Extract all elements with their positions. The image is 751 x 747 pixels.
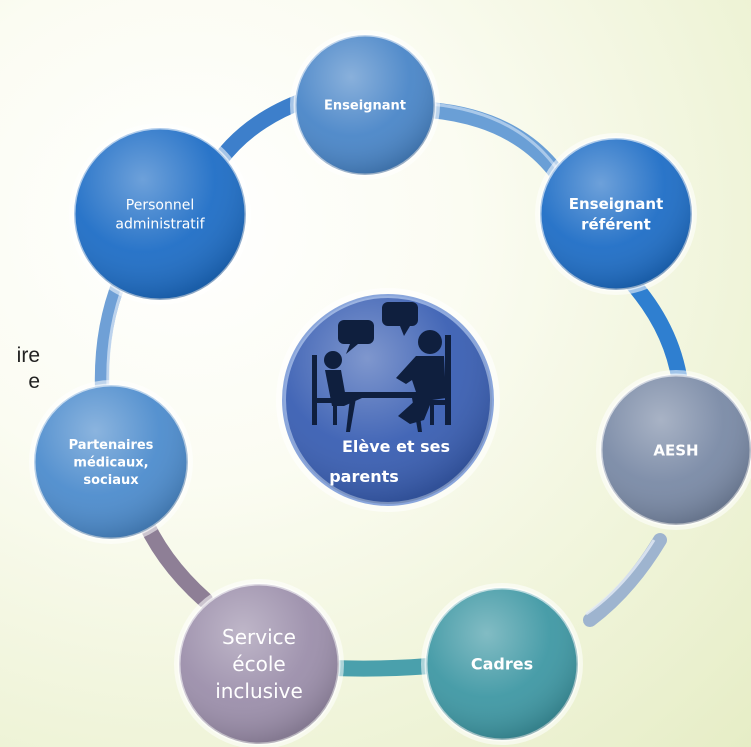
node-cadres: Cadres bbox=[421, 583, 583, 745]
node-shine bbox=[426, 588, 578, 740]
node-service-ecole-inclusive: Service école inclusive bbox=[174, 579, 344, 747]
node-label-line: référent bbox=[581, 215, 651, 233]
node-label-line: Enseignant bbox=[324, 99, 406, 114]
node-label-line: médicaux, bbox=[73, 456, 148, 471]
node-label-line: AESH bbox=[653, 441, 698, 459]
node-personnel-administratif: Personnel administratif bbox=[69, 123, 251, 305]
node-label-line: administratif bbox=[115, 216, 205, 232]
node-shine bbox=[601, 375, 751, 525]
node-label-line: sociaux bbox=[83, 473, 139, 488]
node-label-line: Service bbox=[222, 625, 296, 649]
connector-highlight bbox=[585, 539, 656, 616]
node-aesh: AESH bbox=[596, 370, 751, 530]
side-text-fragment: ire e bbox=[0, 343, 40, 395]
node-enseignant: Enseignant bbox=[290, 30, 440, 180]
side-text-line1: ire bbox=[16, 344, 40, 367]
node-shine bbox=[295, 35, 435, 175]
center-node-eleve-parents: Elève et ses parents bbox=[276, 288, 500, 512]
node-label-line: Personnel bbox=[126, 197, 194, 213]
nodes-layer: EnseignantEnseignantréférentAESHCadresSe… bbox=[29, 30, 751, 747]
node-partenaires: Partenaires médicaux, sociaux bbox=[29, 380, 193, 544]
conversation-icon bbox=[312, 302, 451, 432]
node-label-line: Partenaires bbox=[69, 438, 154, 453]
side-text-line2: e bbox=[28, 370, 40, 393]
node-shine bbox=[540, 138, 692, 290]
node-label-line: école bbox=[232, 652, 285, 676]
node-shine bbox=[179, 584, 339, 744]
node-shine bbox=[74, 128, 246, 300]
node-label-line: inclusive bbox=[215, 679, 303, 703]
connector-aesh-cadres bbox=[583, 533, 667, 627]
node-label-line: Enseignant bbox=[569, 195, 664, 213]
node-shine bbox=[34, 385, 188, 539]
center-node-label-line1: Elève et ses bbox=[342, 437, 450, 456]
node-enseignant-referent: Enseignant référent bbox=[535, 133, 697, 295]
center-node-label-line2: parents bbox=[329, 467, 399, 486]
node-label-line: Cadres bbox=[471, 655, 533, 674]
